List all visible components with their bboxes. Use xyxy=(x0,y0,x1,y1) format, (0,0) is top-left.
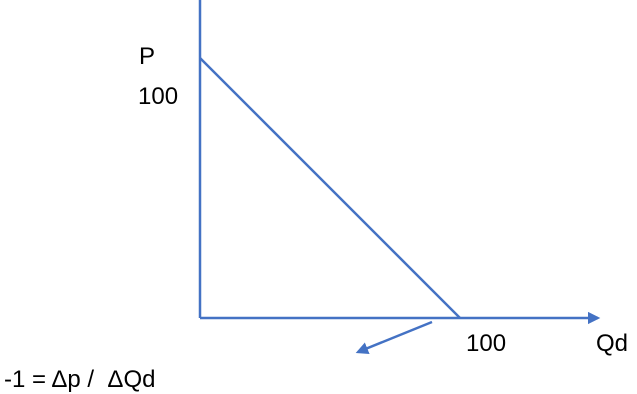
elasticity-annotation: -1 = Δp / ΔQd xyxy=(4,366,155,393)
y-axis-label: P xyxy=(139,43,155,70)
y-tick-label: 100 xyxy=(138,83,178,110)
x-tick-label: 100 xyxy=(466,330,506,357)
demand-curve-line xyxy=(199,57,461,319)
annotation-arrow xyxy=(355,320,433,355)
x-axis-label: Qd xyxy=(596,330,628,357)
